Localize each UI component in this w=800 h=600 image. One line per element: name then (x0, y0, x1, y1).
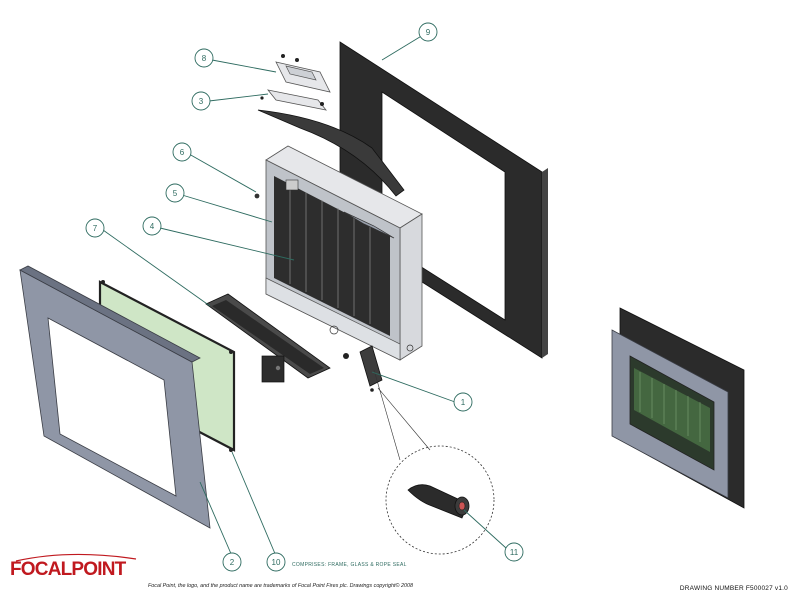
small-screw (254, 193, 260, 199)
callout-9: 9 (418, 22, 438, 42)
drawing-number: DRAWING NUMBER F500027 v1.0 (679, 585, 788, 592)
valve-bracket (343, 345, 383, 392)
callout-6: 6 (172, 142, 192, 162)
focalpoint-logo: FOCALPOINT (10, 553, 140, 587)
copyright-notice: Focal Point, the logo, and the product n… (148, 582, 413, 589)
assembled-fire (611, 307, 745, 509)
front-grey-frame (19, 265, 211, 529)
outer-black-frame (339, 41, 548, 359)
svg-text:7: 7 (93, 224, 98, 233)
callout-1: 1 (453, 392, 473, 412)
firebox (265, 145, 423, 361)
svg-text:1: 1 (461, 398, 466, 407)
burner-rail (205, 293, 331, 383)
svg-text:4: 4 (150, 222, 155, 231)
callout-3: 3 (191, 91, 211, 111)
svg-text:10: 10 (272, 558, 281, 567)
svg-text:11: 11 (510, 548, 519, 557)
curved-baffle (257, 109, 405, 197)
top-bracket-assembly (260, 54, 331, 111)
callout-8: 8 (194, 48, 214, 68)
svg-text:8: 8 (202, 54, 207, 63)
svg-text:5: 5 (173, 189, 178, 198)
callout-10: 10 (266, 552, 286, 572)
callout-11: 11 (504, 542, 524, 562)
svg-text:9: 9 (426, 28, 431, 37)
svg-text:3: 3 (199, 97, 204, 106)
detail-magnifier (373, 369, 495, 555)
svg-text:6: 6 (180, 148, 185, 157)
callout-5: 5 (165, 183, 185, 203)
callout-7: 7 (85, 218, 105, 238)
callout-2: 2 (222, 552, 242, 572)
glass-annotation: COMPRISES: FRAME, GLASS & ROPE SEAL (292, 562, 407, 568)
brand-name: FOCALPOINT (10, 559, 126, 580)
svg-text:2: 2 (230, 558, 235, 567)
callout-4: 4 (142, 216, 162, 236)
